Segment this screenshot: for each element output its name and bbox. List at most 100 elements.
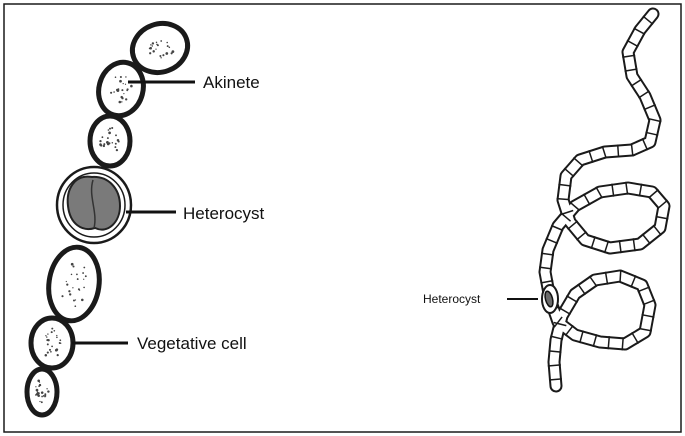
cell-wall bbox=[638, 183, 643, 197]
cell-wall bbox=[648, 188, 659, 199]
granule bbox=[102, 144, 106, 148]
granule bbox=[56, 354, 59, 357]
granule bbox=[114, 76, 117, 78]
cell-wall bbox=[567, 220, 579, 230]
cell-wall bbox=[641, 137, 649, 151]
granule bbox=[106, 141, 109, 144]
cell-wall bbox=[550, 224, 564, 232]
cell-wall bbox=[631, 332, 640, 344]
cell-wall bbox=[641, 233, 651, 245]
heterocyst-inner-wall bbox=[62, 172, 126, 238]
granule bbox=[108, 142, 111, 145]
cell-wall bbox=[592, 334, 598, 348]
granule bbox=[40, 401, 43, 404]
granule bbox=[156, 43, 158, 46]
filament-interior bbox=[540, 9, 669, 391]
cell-wall bbox=[553, 321, 567, 327]
granule bbox=[44, 396, 46, 398]
heterocyst-content bbox=[66, 175, 122, 231]
granule bbox=[119, 79, 122, 83]
granule bbox=[46, 339, 49, 342]
right-coiled-filament bbox=[538, 7, 671, 393]
granule bbox=[50, 350, 52, 353]
cell-wall bbox=[550, 335, 564, 340]
granule bbox=[83, 278, 85, 280]
granule bbox=[76, 278, 79, 281]
cell-wall bbox=[630, 143, 634, 157]
cell-wall bbox=[638, 90, 650, 99]
cell-wall bbox=[652, 224, 662, 236]
heterocyst-label-right: Heterocyst bbox=[423, 292, 481, 306]
cell-wall bbox=[641, 313, 655, 318]
cell-wall bbox=[538, 266, 553, 270]
granule bbox=[155, 41, 158, 44]
granule bbox=[48, 348, 52, 351]
granule bbox=[53, 329, 56, 332]
granule bbox=[72, 299, 76, 302]
cell-wall bbox=[655, 215, 669, 220]
granule bbox=[150, 44, 152, 46]
cell-wall bbox=[642, 15, 654, 25]
granule bbox=[151, 42, 155, 45]
granule bbox=[111, 126, 114, 130]
granule bbox=[72, 265, 75, 268]
cell-wall bbox=[566, 295, 578, 304]
cell-wall bbox=[548, 378, 562, 381]
cell-wall bbox=[578, 330, 584, 344]
granule bbox=[83, 286, 85, 289]
granule bbox=[130, 84, 133, 88]
granule bbox=[152, 50, 155, 53]
granule bbox=[46, 351, 49, 354]
cell-wall bbox=[643, 104, 656, 111]
granule bbox=[70, 262, 74, 266]
granule bbox=[124, 83, 127, 85]
granule bbox=[38, 383, 42, 387]
granule bbox=[46, 336, 48, 338]
granule bbox=[101, 136, 104, 139]
granule bbox=[76, 273, 78, 276]
granule bbox=[46, 388, 48, 390]
granule bbox=[114, 146, 117, 149]
granule bbox=[70, 273, 73, 276]
granule bbox=[166, 41, 168, 44]
cell-wall bbox=[560, 212, 572, 222]
granule bbox=[110, 91, 113, 94]
granule bbox=[99, 139, 102, 143]
granule bbox=[126, 88, 129, 91]
cell-wall bbox=[637, 286, 651, 293]
granule bbox=[108, 131, 111, 135]
cell-wall bbox=[572, 157, 584, 167]
granule bbox=[44, 393, 47, 396]
cell-wall bbox=[625, 181, 629, 195]
granule bbox=[107, 129, 110, 131]
left-filament bbox=[24, 20, 191, 418]
granule bbox=[35, 386, 37, 388]
cell-wall bbox=[603, 240, 610, 254]
granule bbox=[83, 266, 86, 269]
cell-wall bbox=[540, 279, 554, 284]
granule bbox=[106, 137, 109, 140]
cell-wall bbox=[556, 197, 570, 201]
cell-wall bbox=[577, 283, 587, 296]
granule bbox=[59, 339, 62, 342]
cell-wall bbox=[588, 275, 598, 288]
vegetative-cell-large bbox=[46, 244, 102, 324]
granule bbox=[65, 280, 67, 283]
cell-granules bbox=[35, 40, 175, 404]
cell-wall bbox=[547, 364, 561, 367]
cell-wall bbox=[548, 350, 562, 353]
granule bbox=[166, 45, 169, 48]
vegetative-cell-label: Vegetative cell bbox=[137, 334, 247, 353]
granule bbox=[74, 305, 77, 308]
granule bbox=[47, 390, 50, 393]
granule bbox=[120, 95, 123, 99]
granule bbox=[39, 400, 41, 403]
cell-wall bbox=[642, 299, 656, 306]
cell-wall bbox=[624, 68, 638, 72]
granule bbox=[121, 89, 124, 92]
granule bbox=[115, 148, 119, 152]
granule bbox=[42, 395, 45, 397]
granule bbox=[111, 142, 114, 144]
cell-wall bbox=[622, 54, 636, 59]
granule bbox=[56, 334, 58, 337]
